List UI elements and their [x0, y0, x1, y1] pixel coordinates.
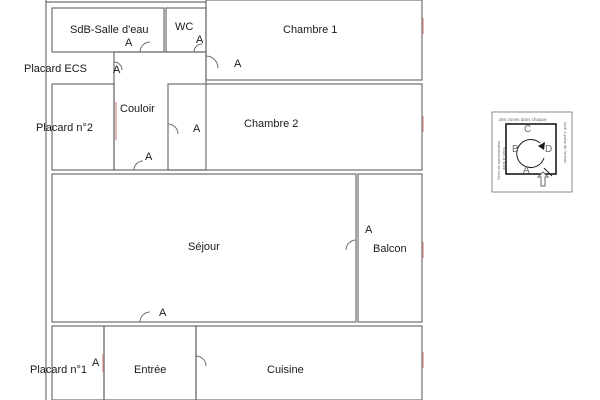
- door-marker-couloir: A: [145, 151, 153, 163]
- legend-letter-d: D: [545, 144, 552, 155]
- door-arc-wc: [193, 43, 203, 53]
- legend-cycle-arrow: [516, 139, 545, 168]
- legend-entry-arrow: [536, 171, 550, 187]
- door-marker-ecs: A: [113, 64, 121, 76]
- label-wc: WC: [175, 21, 193, 33]
- door-marker-chambre2: A: [193, 123, 201, 135]
- door-arc-cuisine: [195, 355, 207, 367]
- label-entree: Entrée: [134, 364, 166, 376]
- legend-left-text-2: dans le sens: [501, 148, 506, 170]
- label-chambre1: Chambre 1: [283, 24, 337, 36]
- wall-sejour: [51, 173, 357, 323]
- label-chambre2: Chambre 2: [244, 118, 298, 130]
- legend-inner-room: [505, 123, 557, 175]
- door-arc-balcon: [345, 239, 357, 251]
- legend-box: des zones dans chaque Sens de numérotati…: [491, 111, 573, 193]
- door-arc-chambre1: [205, 55, 219, 69]
- door-marker-placard1: A: [92, 357, 100, 369]
- door-arc-sejour: [139, 311, 151, 323]
- wall-balcon: [357, 173, 423, 323]
- wall-chambre1: [205, 0, 423, 81]
- legend-left-text: Sens de numérotation: [496, 141, 501, 180]
- door-arc-chambre2: [167, 123, 179, 135]
- label-placard2: Placard n°2: [36, 122, 93, 134]
- wall-entree: [103, 325, 197, 400]
- legend-right-text: local à partir de l'entrée: [563, 122, 568, 164]
- walls: [45, 0, 423, 400]
- label-placard-ecs: Placard ECS: [24, 63, 87, 75]
- door-arcs: [113, 41, 357, 367]
- windows: [102, 18, 424, 372]
- door-arc-couloir: [133, 160, 144, 171]
- legend-letter-b: B: [512, 144, 519, 155]
- legend-letter-a: A: [523, 165, 530, 176]
- door-marker-chambre1: A: [234, 58, 242, 70]
- wall-chambre2: [167, 83, 423, 171]
- label-balcon: Balcon: [373, 243, 407, 255]
- door-marker-balcon: A: [365, 224, 373, 236]
- label-cuisine: Cuisine: [267, 364, 304, 376]
- door-markers: A A A A A A A A A: [92, 34, 373, 369]
- door-marker-sejour: A: [159, 307, 167, 319]
- wall-sdb: [51, 7, 165, 53]
- door-marker-wc: A: [196, 34, 204, 46]
- legend-door-line: [543, 167, 553, 177]
- door-arc-ecs: [113, 61, 123, 71]
- label-placard1: Placard n°1: [30, 364, 87, 376]
- room-labels: SdB-Salle d'eau WC Chambre 1 Placard ECS…: [24, 21, 407, 376]
- legend-letter-c: C: [524, 124, 531, 135]
- legend-arrow-head: [538, 142, 545, 150]
- label-couloir: Couloir: [120, 103, 155, 115]
- wall-placard2: [51, 83, 115, 171]
- label-sejour: Séjour: [188, 241, 220, 253]
- door-arc-sdb: [139, 41, 151, 53]
- legend-top-text: des zones dans chaque: [499, 117, 547, 122]
- wall-cuisine: [195, 325, 423, 400]
- door-marker-sdb: A: [125, 37, 133, 49]
- label-sdb: SdB-Salle d'eau: [70, 24, 149, 36]
